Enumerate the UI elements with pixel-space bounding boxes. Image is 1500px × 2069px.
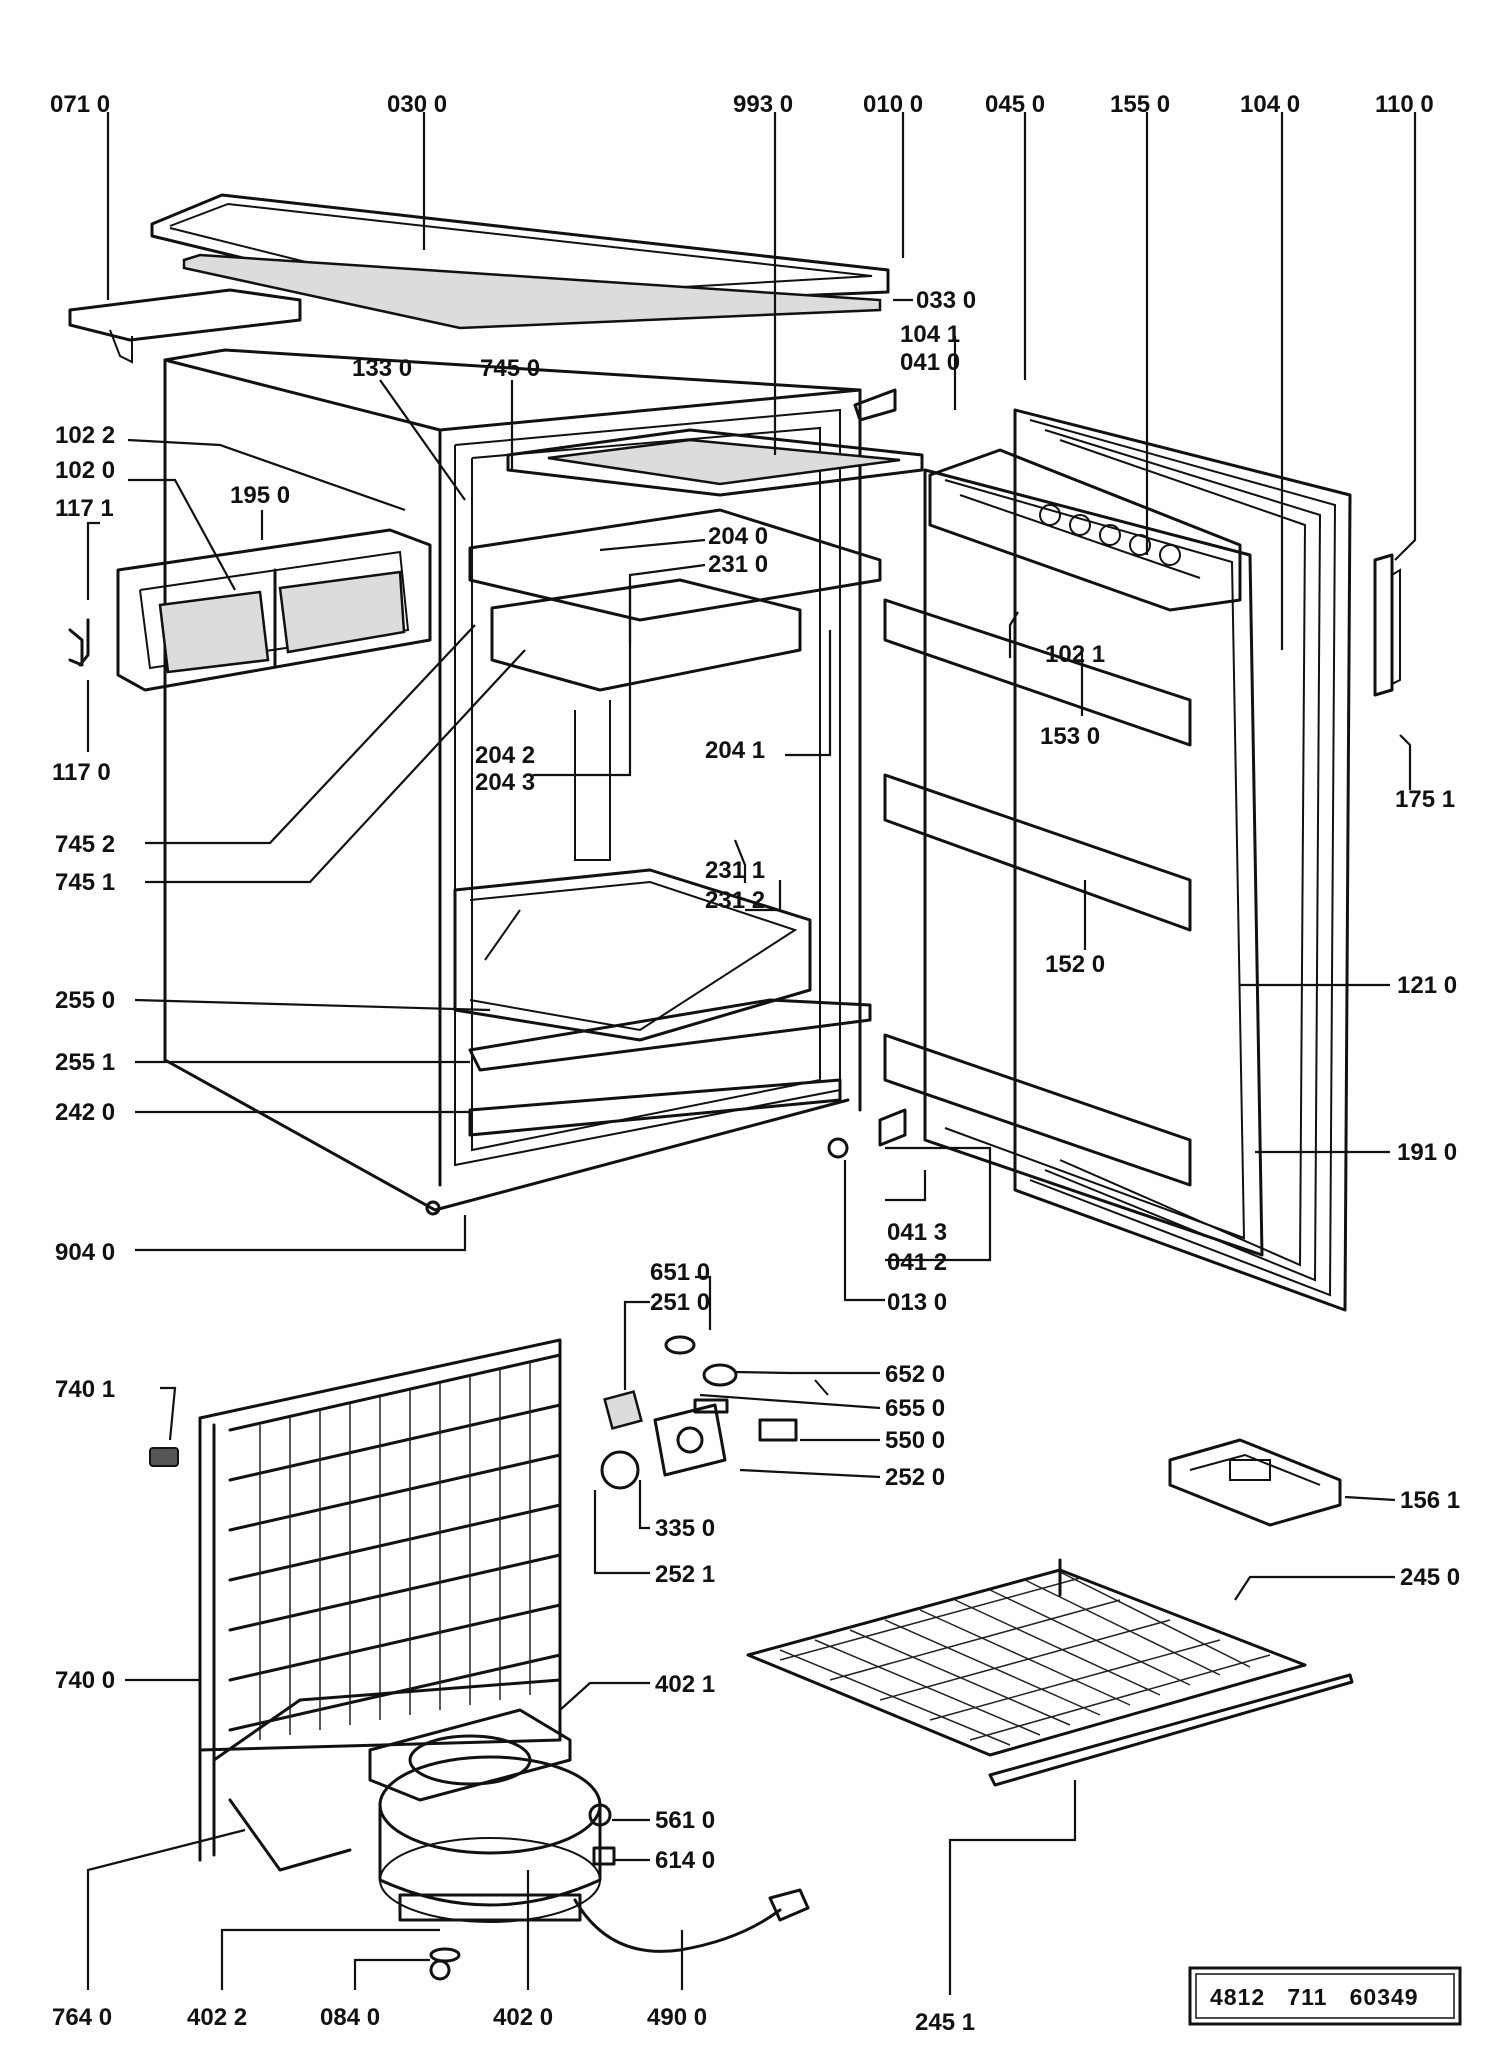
document-code: 4812 711 60349 — [1210, 1984, 1419, 2010]
label-156-1: 156 1 — [1400, 1487, 1460, 1514]
label-204-1: 204 1 — [705, 737, 765, 764]
label-204-0: 204 0 — [708, 523, 768, 550]
label-117-1: 117 1 — [55, 495, 114, 522]
label-255-0: 255 0 — [55, 987, 115, 1014]
label-550-0: 550 0 — [885, 1427, 945, 1454]
main-door — [827, 388, 1401, 1312]
label-745-1: 745 1 — [55, 869, 115, 896]
label-102-2: 102 2 — [55, 422, 115, 449]
label-745-2: 745 2 — [55, 831, 115, 858]
label-242-0: 242 0 — [55, 1099, 115, 1126]
label-245-0: 245 0 — [1400, 1564, 1460, 1591]
label-255-1: 255 1 — [55, 1049, 115, 1076]
label-231-0: 231 0 — [708, 551, 768, 578]
cabinet-body — [163, 348, 924, 1216]
condenser-coil — [149, 1338, 562, 1872]
document-code-box: 4812 711 60349 — [1188, 1966, 1462, 2026]
label-191-0: 191 0 — [1397, 1139, 1457, 1166]
label-104-1: 104 1 — [900, 321, 960, 348]
label-252-0: 252 0 — [885, 1464, 945, 1491]
label-030-0: 030 0 — [387, 91, 447, 118]
label-013-0: 013 0 — [887, 1289, 947, 1316]
label-155-0: 155 0 — [1110, 91, 1170, 118]
label-175-1: 175 1 — [1395, 786, 1455, 813]
label-102-0: 102 0 — [55, 457, 115, 484]
label-745-0: 745 0 — [480, 355, 540, 382]
label-740-0: 740 0 — [55, 1667, 115, 1694]
label-084-0: 084 0 — [320, 2004, 380, 2031]
callout-labels: 071 0 030 0 993 0 010 0 045 0 155 0 104 … — [50, 91, 1460, 2036]
label-335-0: 335 0 — [655, 1515, 715, 1542]
ice-tray — [1168, 1438, 1342, 1527]
label-133-0: 133 0 — [352, 355, 412, 382]
label-251-0: 251 0 — [650, 1289, 710, 1316]
label-561-0: 561 0 — [655, 1807, 715, 1834]
label-490-0: 490 0 — [647, 2004, 707, 2031]
label-402-1: 402 1 — [655, 1671, 715, 1698]
label-041-3: 041 3 — [887, 1219, 947, 1246]
label-904-0: 904 0 — [55, 1239, 115, 1266]
label-231-2: 231 2 — [705, 887, 765, 914]
label-231-1: 231 1 — [705, 857, 765, 884]
label-041-0: 041 0 — [900, 349, 960, 376]
top-panel — [68, 193, 890, 364]
label-152-0: 152 0 — [1045, 951, 1105, 978]
label-045-0: 045 0 — [985, 91, 1045, 118]
label-204-3: 204 3 — [475, 769, 535, 796]
label-041-2: 041 2 — [887, 1249, 947, 1276]
label-402-2: 402 2 — [187, 2004, 247, 2031]
label-252-1: 252 1 — [655, 1561, 715, 1588]
label-071-0: 071 0 — [50, 91, 110, 118]
compressor — [368, 1708, 810, 1981]
label-614-0: 614 0 — [655, 1847, 715, 1874]
label-993-0: 993 0 — [733, 91, 793, 118]
label-102-1: 102 1 — [1045, 641, 1105, 668]
label-110-0: 110 0 — [1375, 91, 1434, 118]
label-204-2: 204 2 — [475, 742, 535, 769]
label-121-0: 121 0 — [1397, 972, 1457, 999]
label-652-0: 652 0 — [885, 1361, 945, 1388]
label-104-0: 104 0 — [1240, 91, 1300, 118]
leader-lines — [86, 112, 1417, 1995]
label-153-0: 153 0 — [1040, 723, 1100, 750]
label-764-0: 764 0 — [52, 2004, 112, 2031]
label-651-0: 651 0 — [650, 1259, 710, 1286]
label-010-0: 010 0 — [863, 91, 923, 118]
label-740-1: 740 1 — [55, 1376, 115, 1403]
wire-shelf — [746, 1558, 1354, 1787]
label-033-0: 033 0 — [916, 287, 976, 314]
label-655-0: 655 0 — [885, 1395, 945, 1422]
label-117-0: 117 0 — [52, 759, 111, 786]
label-402-0: 402 0 — [493, 2004, 553, 2031]
thermostat-group — [600, 1335, 829, 1490]
freezer-door — [68, 528, 432, 692]
label-245-1: 245 1 — [915, 2009, 975, 2036]
label-195-0: 195 0 — [230, 482, 290, 509]
